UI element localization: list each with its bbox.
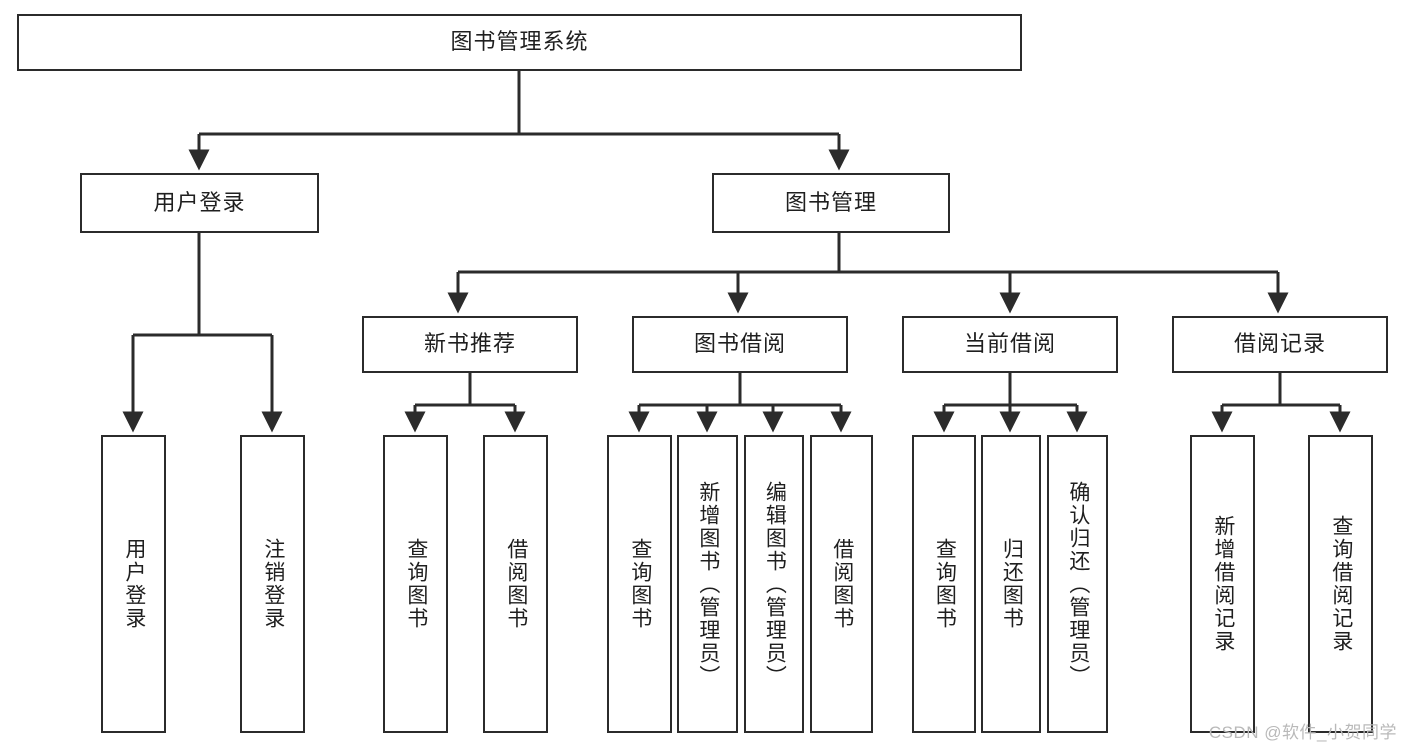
node-book-borrow[interactable]: 图书借阅 [632, 316, 848, 373]
node-book-management[interactable]: 图书管理 [712, 173, 950, 233]
node-book-management-label: 图书管理 [784, 189, 877, 215]
node-current-borrow-label: 当前借阅 [963, 331, 1056, 357]
watermark-text: CSDN @软件_小贺同学 [1208, 723, 1397, 742]
node-user-login-label: 用户登录 [153, 189, 246, 215]
node-leaf-query-book-3-label: 查询图书 [933, 538, 957, 630]
node-leaf-return-book[interactable]: 归还图书 [981, 435, 1041, 733]
node-leaf-return-book-label: 归还图书 [1000, 538, 1024, 630]
node-user-login[interactable]: 用户登录 [80, 173, 319, 233]
node-leaf-confirm-return[interactable]: 确认归还（管理员） [1047, 435, 1108, 733]
node-root[interactable]: 图书管理系统 [17, 14, 1022, 71]
node-leaf-add-book-label: 新增图书（管理员） [696, 480, 720, 688]
node-leaf-query-book-2-label: 查询图书 [628, 538, 652, 630]
node-borrow-record-label: 借阅记录 [1233, 331, 1326, 357]
node-new-book-recommend-label: 新书推荐 [423, 331, 516, 357]
node-leaf-edit-book-label: 编辑图书（管理员） [763, 480, 787, 688]
node-leaf-add-record-label: 新增借阅记录 [1211, 515, 1235, 653]
node-current-borrow[interactable]: 当前借阅 [902, 316, 1118, 373]
node-leaf-query-book-2[interactable]: 查询图书 [607, 435, 672, 733]
node-leaf-query-record-label: 查询借阅记录 [1329, 515, 1353, 653]
node-leaf-query-book-3[interactable]: 查询图书 [912, 435, 976, 733]
node-new-book-recommend[interactable]: 新书推荐 [362, 316, 578, 373]
node-leaf-edit-book[interactable]: 编辑图书（管理员） [744, 435, 804, 733]
node-leaf-borrow-book-2-label: 借阅图书 [830, 538, 854, 630]
node-leaf-query-book-1[interactable]: 查询图书 [383, 435, 448, 733]
node-leaf-logout-label: 注销登录 [261, 538, 285, 630]
node-leaf-logout[interactable]: 注销登录 [240, 435, 305, 733]
node-leaf-borrow-book-1[interactable]: 借阅图书 [483, 435, 548, 733]
node-leaf-borrow-book-1-label: 借阅图书 [504, 538, 528, 630]
node-leaf-query-book-1-label: 查询图书 [404, 538, 428, 630]
node-book-borrow-label: 图书借阅 [693, 331, 786, 357]
node-leaf-query-record[interactable]: 查询借阅记录 [1308, 435, 1373, 733]
node-leaf-user-login[interactable]: 用户登录 [101, 435, 166, 733]
node-borrow-record[interactable]: 借阅记录 [1172, 316, 1388, 373]
node-leaf-user-login-label: 用户登录 [122, 538, 146, 630]
node-leaf-borrow-book-2[interactable]: 借阅图书 [810, 435, 873, 733]
node-root-label: 图书管理系统 [450, 29, 589, 55]
node-leaf-add-book[interactable]: 新增图书（管理员） [677, 435, 738, 733]
node-leaf-confirm-return-label: 确认归还（管理员） [1066, 480, 1090, 688]
node-leaf-add-record[interactable]: 新增借阅记录 [1190, 435, 1255, 733]
